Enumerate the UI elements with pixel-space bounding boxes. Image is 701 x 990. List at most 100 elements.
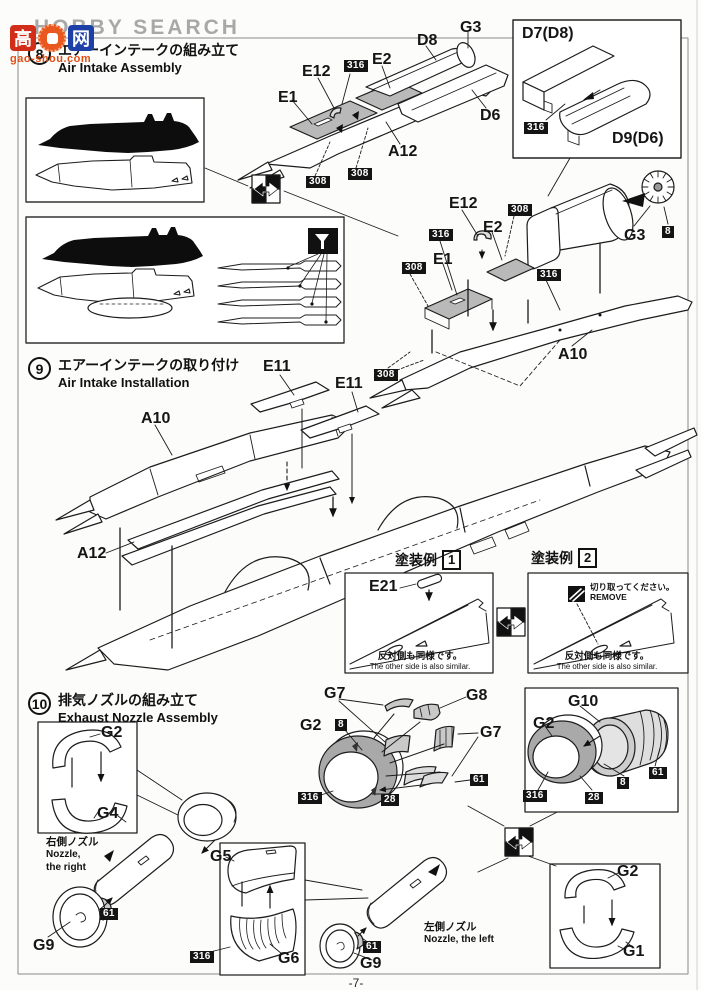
step8-header: 8 エアーインテークの組み立て Air Intake Assembly [28, 40, 239, 75]
left-nozzle-note: 左側ノズル Nozzle, the left [424, 921, 494, 947]
cut-note-jp: 切り取ってください。 [590, 582, 675, 592]
part-label: E21 [369, 578, 398, 595]
part-label: E1 [278, 89, 298, 106]
diagram-step9-installation [55, 374, 698, 671]
step10-number: 10 [28, 692, 51, 715]
paint-code-label: 28 [585, 792, 603, 804]
note-jp: 反対側も同様です。 [377, 651, 463, 662]
paint-code-label: 308 [374, 369, 398, 381]
paint-example-1-label: 塗装例 [395, 552, 437, 568]
note-en: The other side is also similar. [556, 662, 658, 671]
mirror-arrows-icon [496, 607, 526, 637]
paint-code-label: 308 [402, 262, 426, 274]
part-label: G8 [466, 687, 488, 704]
paint-code-label: 61 [363, 941, 381, 953]
part-label: G2 [101, 724, 123, 741]
aircraft-location-box-2 [25, 216, 345, 344]
paint-code-label: 61 [470, 774, 488, 786]
diagram-step10-left-nozzle [319, 856, 448, 969]
paint-example-2-note: 反対側も同様です。 The other side is also similar… [532, 648, 682, 671]
logo-gao-square: 高 [10, 25, 36, 51]
step9-title-en: Air Intake Installation [58, 375, 190, 390]
part-label: D7(D8) [522, 25, 574, 42]
part-label: G7 [480, 724, 502, 741]
paint-code-label: 316 [537, 269, 561, 281]
paint-code-label: 8 [617, 777, 629, 789]
paint-example-box-2 [527, 572, 689, 674]
paint-code-label: 308 [508, 204, 532, 216]
left-nozzle-en: Nozzle, the left [424, 934, 495, 946]
paint-code-label: 316 [429, 229, 453, 241]
paint-code-label: 8 [662, 226, 674, 238]
part-label: D6 [480, 107, 501, 124]
diagram-step10-g5-g6-box [205, 842, 369, 976]
part-label: A12 [77, 545, 107, 562]
step8-title-jp: エアーインテークの組み立て [58, 42, 240, 58]
paint-code-label: 316 [298, 792, 322, 804]
step9-number: 9 [28, 357, 51, 380]
right-nozzle-jp: 右側ノズル [46, 836, 99, 848]
mirror-arrows-icon [251, 174, 281, 204]
diagram-step10-g2-g4-box [37, 721, 183, 834]
right-nozzle-en2: the right [46, 861, 86, 873]
part-label: A12 [388, 143, 418, 160]
page-border [17, 0, 698, 990]
paint-example-1-title: 塗装例 1 [395, 550, 462, 570]
part-label: G9 [360, 955, 382, 972]
right-nozzle-en1: Nozzle, [46, 849, 81, 861]
part-label: E12 [449, 195, 478, 212]
step8-title-en: Air Intake Assembly [58, 60, 182, 75]
part-label: E1 [433, 251, 453, 268]
paint-code-label: 308 [306, 176, 330, 188]
part-label: G4 [97, 805, 119, 822]
step10-title-jp: 排気ノズルの組み立て [58, 692, 198, 708]
step9-title-jp: エアーインテークの取り付け [58, 357, 240, 373]
watermark-logo: 高 网 [10, 24, 94, 52]
paint-example-2-number: 2 [578, 548, 598, 568]
aircraft-location-box-1 [25, 97, 399, 237]
paint-code-label: 316 [190, 951, 214, 963]
part-label: D8 [417, 32, 438, 49]
part-label: G1 [623, 943, 645, 960]
part-label: G10 [568, 693, 599, 710]
diagram-step8-intake-exploded-2 [369, 170, 693, 409]
right-nozzle-note: 右側ノズル Nozzle, the right [46, 836, 99, 874]
diagram-step10-g10-box [524, 687, 679, 813]
step10-header: 10 排気ノズルの組み立て Exhaust Nozzle Assembly [28, 690, 218, 725]
paint-code-label: 316 [524, 122, 548, 134]
diagram-step8-inset-d7-d9 [512, 19, 682, 197]
part-label: G7 [324, 685, 346, 702]
paint-example-2-label: 塗装例 [531, 550, 573, 566]
step10-title-en: Exhaust Nozzle Assembly [58, 710, 218, 725]
left-nozzle-jp: 左側ノズル [424, 921, 477, 933]
gear-thumb-icon [38, 24, 66, 52]
part-label: G3 [624, 227, 646, 244]
paint-code-label: 316 [344, 60, 368, 72]
mirror-arrows-icon [504, 827, 534, 857]
diagram-step10-g2-g1-box [477, 855, 661, 969]
paint-code-label: 308 [348, 168, 372, 180]
page-number: -7- [348, 976, 364, 990]
part-label: G2 [533, 715, 555, 732]
part-label: G5 [210, 848, 232, 865]
paint-code-label: 61 [649, 767, 667, 779]
watermark-domain: gao-shou.com [10, 53, 92, 65]
paint-example-1-number: 1 [442, 550, 462, 570]
paint-example-1-note: 反対側も同様です。 The other side is also similar… [352, 648, 488, 671]
paint-code-label: 28 [381, 794, 399, 806]
watermark-hobbysearch: HOBBY SEARCH 高 网 gao-shou.com [8, 6, 248, 81]
part-label: E11 [335, 375, 363, 392]
paint-code-label: 316 [523, 790, 547, 802]
part-label: E12 [302, 63, 331, 80]
cut-note-en: REMOVE [590, 591, 627, 602]
part-label: E2 [372, 51, 392, 68]
part-label: A10 [141, 410, 171, 427]
diagram-step10-nozzle-exploded [314, 696, 566, 827]
part-label: D9(D6) [612, 130, 664, 147]
part-label: G3 [460, 19, 482, 36]
cut-remove-note: 切り取ってください。 REMOVE [590, 582, 675, 603]
diagram-step10-right-nozzle [47, 792, 237, 948]
part-label: G6 [278, 950, 300, 967]
note-jp: 反対側も同様です。 [564, 651, 650, 662]
